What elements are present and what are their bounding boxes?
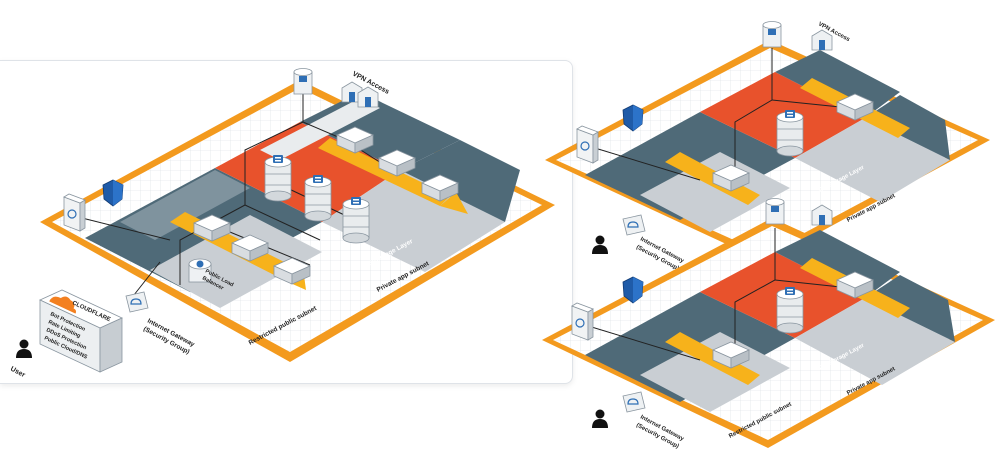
vpn-server-icon bbox=[293, 68, 313, 95]
vpn-server-icon bbox=[765, 198, 785, 225]
cloudflare-icon bbox=[49, 296, 77, 314]
gateway-icon bbox=[622, 391, 646, 413]
database-icon bbox=[342, 196, 370, 244]
router-icon bbox=[576, 125, 599, 164]
replica-diagram-bottom: Internet Gateway (Security Group) Restri… bbox=[542, 198, 995, 450]
replica-diagram-top: VPN Access Internet Gateway (Security Gr… bbox=[545, 21, 990, 272]
database-icon bbox=[264, 154, 292, 202]
load-balancer-icon bbox=[188, 258, 212, 283]
router-icon bbox=[571, 302, 594, 341]
traffic-arrow bbox=[665, 152, 760, 205]
gateway-icon bbox=[622, 214, 646, 236]
database-icon bbox=[776, 286, 804, 334]
traffic-arrow bbox=[665, 332, 760, 385]
user-icon bbox=[592, 235, 608, 254]
database-icon bbox=[776, 109, 804, 157]
user-icon bbox=[16, 339, 32, 358]
cloudflare-box: CLOUDFLARE Bot Protection Rate Limiting … bbox=[39, 289, 123, 373]
gateway-icon bbox=[125, 291, 149, 313]
vpn-server-icon bbox=[762, 21, 782, 48]
main-diagram: VPN Access Internet Gateway (Security Gr… bbox=[9, 68, 555, 380]
user-icon bbox=[592, 409, 608, 428]
traffic-arrow bbox=[318, 138, 450, 206]
database-icon bbox=[304, 174, 332, 222]
router-icon bbox=[63, 193, 86, 232]
user-label: User bbox=[9, 366, 26, 380]
